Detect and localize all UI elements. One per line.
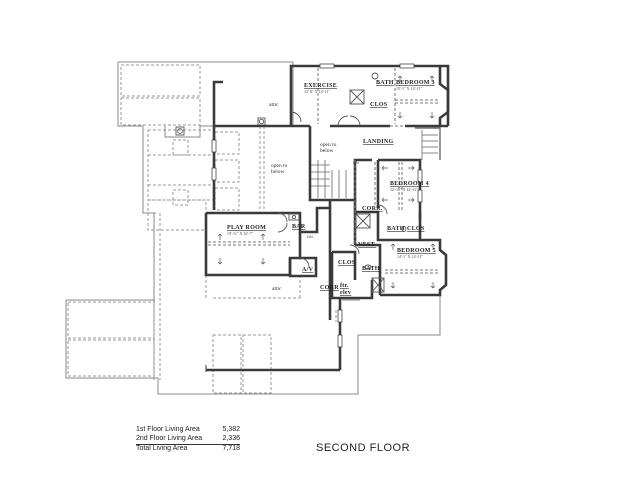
bedroom4-dims: 12'-11" X 12'-11" — [390, 187, 418, 192]
playroom-dims: 19'-11" X 16'-7" — [227, 231, 253, 236]
ftr-elev-label-b: elev — [340, 290, 351, 296]
corr-label: CORR. — [362, 206, 383, 212]
bar-label: BAR — [292, 224, 306, 230]
bedroom5-dims: 14'-1" X 14'-11" — [397, 254, 423, 259]
floor-title: SECOND FLOOR — [316, 442, 411, 454]
area-row-total: Total Living Area 7,718 — [136, 444, 240, 454]
bedroom4-label: BEDROOM 4 — [390, 181, 429, 187]
door-swings — [277, 111, 388, 268]
dashed-roof-panels — [67, 64, 341, 394]
open-below-label-2a: open to — [271, 163, 288, 169]
clos2-label: CLOS — [407, 226, 425, 232]
area-total-label: Total Living Area — [136, 445, 188, 452]
bedroom5-label: BEDROOM 5 — [397, 248, 436, 254]
stairs — [311, 130, 438, 198]
playroom-label: PLAY ROOM — [227, 225, 266, 231]
area-value: 5,382 — [222, 426, 240, 433]
roof-outlines — [65, 61, 441, 395]
room-labels: EXERCISE 12'-8" X 14'-11" BEDROOM 3 15'-… — [227, 80, 436, 296]
open-below-label-1a: open to — [320, 142, 337, 148]
window-marks — [211, 63, 423, 348]
ceiling-lines — [208, 68, 440, 274]
bedroom3-dims: 15'-1" X 14'-11" — [396, 86, 422, 91]
av-label: A/V — [302, 267, 314, 273]
living-area-table: 1st Floor Living Area 5,382 2nd Floor Li… — [136, 426, 240, 454]
bath1-label: BATH — [376, 80, 394, 86]
bedroom3-label: BEDROOM 3 — [396, 80, 435, 86]
main-walls — [204, 64, 450, 372]
area-label: 1st Floor Living Area — [136, 426, 200, 433]
area-value: 2,336 — [222, 434, 240, 442]
ftr-elev-label-a: ftr. — [340, 283, 349, 289]
bath3-label: BATH — [362, 266, 380, 272]
area-total-value: 7,718 — [222, 445, 240, 452]
vest-label: VEST. — [358, 242, 376, 248]
exercise-dims: 12'-8" X 14'-11" — [304, 89, 330, 94]
area-row-1st-floor: 1st Floor Living Area 5,382 — [136, 426, 240, 435]
attic-bottom-label: attic — [272, 286, 282, 292]
bath-fixtures — [288, 72, 407, 293]
clos1-label: CLOS — [370, 102, 388, 108]
area-row-2nd-floor: 2nd Floor Living Area 2,336 — [136, 435, 240, 444]
area-label: 2nd Floor Living Area — [136, 434, 203, 442]
landing-label: LANDING — [363, 139, 393, 145]
clos3-label: CLOS — [338, 260, 356, 266]
open-below-label-1b: below — [320, 148, 333, 154]
dn-label-1: DN — [353, 160, 359, 165]
exercise-label: EXERCISE — [304, 83, 337, 89]
slope-arrows — [217, 75, 436, 289]
bath2-label: BATH — [387, 226, 405, 232]
open-below-label-2b: below — [271, 169, 284, 175]
dn-label-2: DN — [307, 234, 313, 239]
attic-top-label: attic — [269, 102, 279, 108]
corr2-label: CORR — [320, 285, 339, 291]
